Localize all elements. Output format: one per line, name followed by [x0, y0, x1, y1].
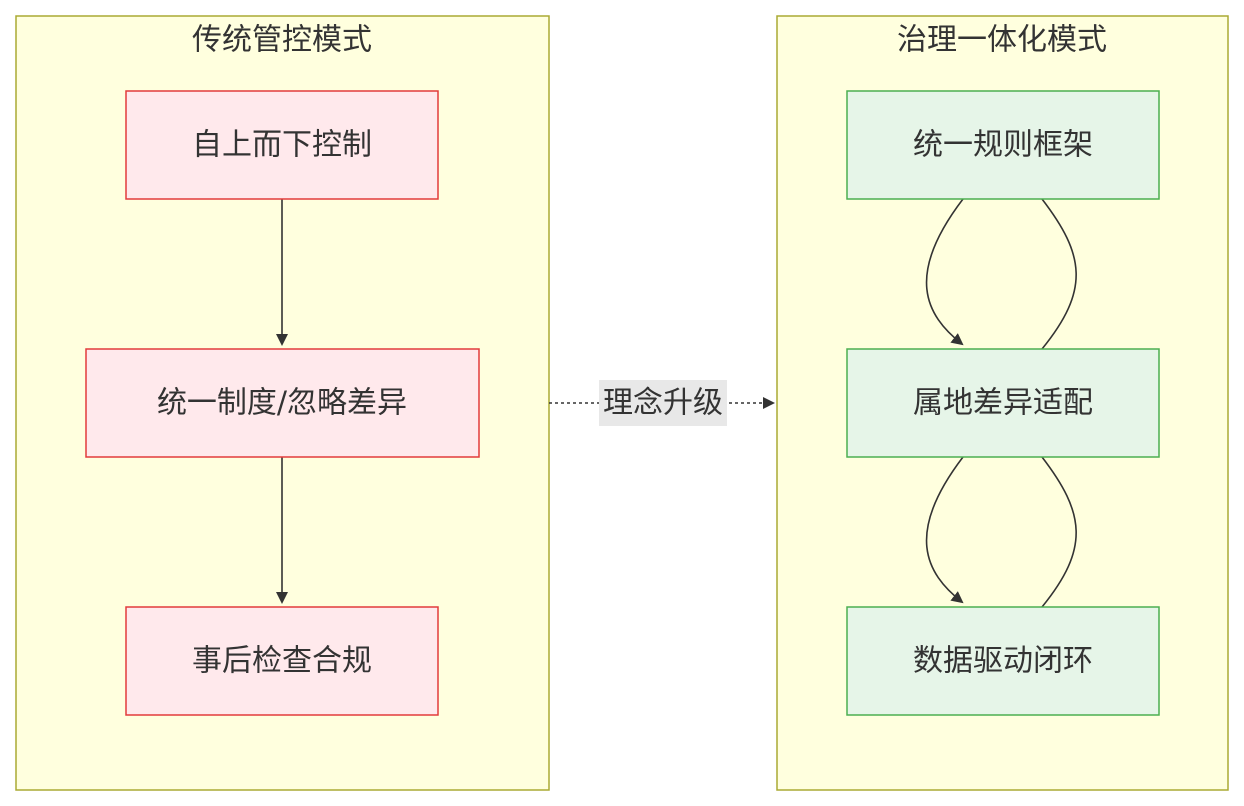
edge-label-text: 理念升级 [603, 386, 723, 421]
edge-label-concept-upgrade: 理念升级 [599, 380, 727, 426]
node-unified-system-label: 统一制度/忽略差异 [157, 386, 407, 421]
node-local-adaptation[interactable]: 属地差异适配 [846, 348, 1160, 458]
node-data-driven-loop[interactable]: 数据驱动闭环 [846, 606, 1160, 716]
node-data-driven-loop-label: 数据驱动闭环 [913, 644, 1093, 679]
node-top-down-control[interactable]: 自上而下控制 [125, 90, 439, 200]
node-unified-rules[interactable]: 统一规则框架 [846, 90, 1160, 200]
group-traditional-title: 传统管控模式 [192, 23, 372, 58]
node-post-compliance-check[interactable]: 事后检查合规 [125, 606, 439, 716]
node-local-adaptation-label: 属地差异适配 [913, 386, 1093, 421]
node-post-compliance-check-label: 事后检查合规 [192, 644, 372, 679]
edge-label-background [599, 380, 727, 426]
edge-local-adapt-to-data-loop [925, 456, 964, 604]
edge-data-loop-to-local-adapt [1041, 456, 1077, 608]
node-top-down-control-label: 自上而下控制 [192, 128, 372, 163]
node-unified-rules-label: 统一规则框架 [913, 128, 1093, 163]
group-governance-title: 治理一体化模式 [897, 23, 1107, 58]
node-unified-system[interactable]: 统一制度/忽略差异 [85, 348, 480, 458]
edge-local-adapt-to-rules [1041, 198, 1077, 350]
edge-rules-to-local-adapt [925, 198, 964, 346]
